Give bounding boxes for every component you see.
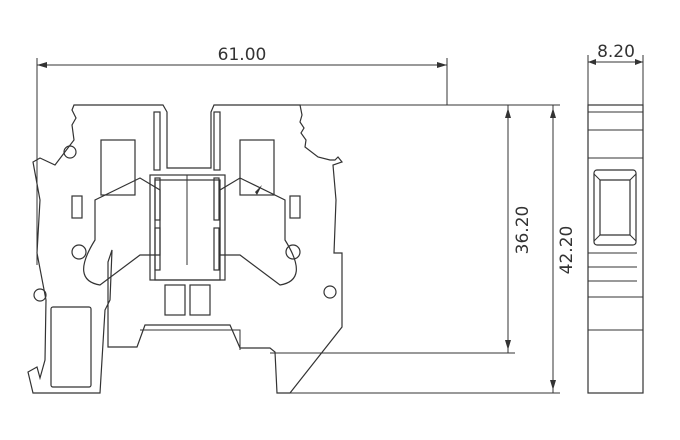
width-dimension: 61.00 [36,45,448,265]
thickness-label: 8.20 [597,42,635,62]
thickness-dimension: 8.20 [587,42,644,105]
terminal-block-front-view [27,104,344,394]
terminal-block-side-view [587,104,644,394]
total-height-dimension: 42.20 [290,105,577,394]
total-height-label: 42.20 [557,226,577,275]
left-rivet [71,244,87,260]
right-rivet [285,244,301,260]
inner-height-dimension: 36.20 [270,104,560,354]
width-label: 61.00 [218,45,267,65]
inner-height-label: 36.20 [513,206,533,255]
